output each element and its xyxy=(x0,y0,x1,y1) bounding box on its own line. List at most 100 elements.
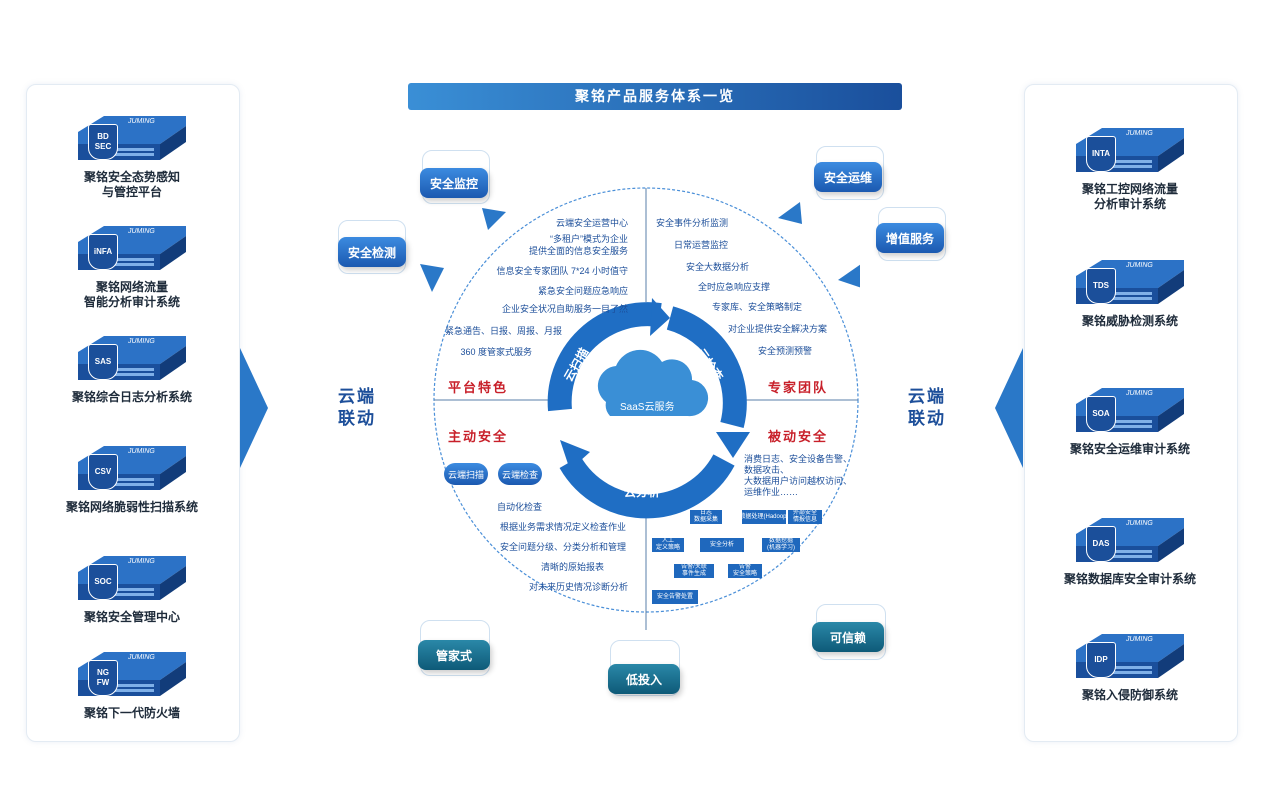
list-item: 运维作业…… xyxy=(744,487,799,497)
brand-mark: JUMING xyxy=(128,338,155,345)
pill-cloud-scan: 云端扫描 xyxy=(444,463,488,485)
list-item: “多租户”模式为企业 xyxy=(550,234,628,244)
pill-cloud-check: 云端检查 xyxy=(498,463,542,485)
shield-icon: NG FW xyxy=(88,660,118,696)
tag-safety-detect: 安全检测 xyxy=(338,237,406,267)
list-item: 全时应急响应支撑 xyxy=(698,282,771,292)
list-item: 360 度管家式服务 xyxy=(460,347,532,357)
shield-icon: CSV xyxy=(88,454,118,490)
ring-analyze-label: 云分析 xyxy=(624,485,661,499)
list-item: 云端安全运营中心 xyxy=(555,218,628,228)
shield-icon: SAS xyxy=(88,344,118,380)
product-item: TDS JUMING 聚铭威胁检测系统 xyxy=(1040,258,1220,329)
product-name: 聚铭安全态势感知 与管控平台 xyxy=(83,170,180,199)
appliance-icon: iNFA JUMING xyxy=(74,224,190,274)
appliance-icon: BD SEC JUMING xyxy=(74,114,190,164)
product-name: 聚铭威胁检测系统 xyxy=(1081,314,1178,328)
list-item: 大数据用户访问越权访问、 xyxy=(744,476,853,486)
product-item: BD SEC JUMING 聚铭安全态势感知 与管控平台 xyxy=(42,114,222,200)
tag-safety-monitor: 安全监控 xyxy=(420,168,488,198)
appliance-icon: DAS JUMING xyxy=(1072,516,1188,566)
product-name: 聚铭入侵防御系统 xyxy=(1081,688,1178,702)
brand-mark: JUMING xyxy=(128,118,155,125)
shield-icon: SOC xyxy=(88,564,118,600)
tag-low-cost: 低投入 xyxy=(608,664,680,694)
list-item: 对企业提供安全解决方案 xyxy=(728,324,828,334)
product-name: 聚铭数据库安全审计系统 xyxy=(1063,572,1196,586)
product-item: CSV JUMING 聚铭网络脆弱性扫描系统 xyxy=(42,444,222,515)
appliance-icon: SOC JUMING xyxy=(74,554,190,604)
list-item: 日常运营监控 xyxy=(674,240,729,250)
flow-step: 数据处理(Hadoop) xyxy=(740,510,789,524)
brand-mark: JUMING xyxy=(1126,130,1153,137)
product-name: 聚铭网络流量 智能分析审计系统 xyxy=(83,280,180,309)
list-item: 紧急通告、日报、周报、月报 xyxy=(444,326,562,336)
list-item: 信息安全专家团队 7*24 小时值守 xyxy=(496,266,628,276)
appliance-icon: NG FW JUMING xyxy=(74,650,190,700)
saas-label: SaaS云服务 xyxy=(620,402,675,413)
appliance-icon: CSV JUMING xyxy=(74,444,190,494)
tag-safety-ops: 安全运维 xyxy=(814,162,882,192)
flow-step: 告警 安全策略 xyxy=(728,564,762,578)
product-item: INTA JUMING 聚铭工控网络流量 分析审计系统 xyxy=(1040,126,1220,212)
list-item: 安全预测预警 xyxy=(758,346,813,356)
flow-step: 告警/关联 事件生成 xyxy=(674,564,714,578)
tag-value-added: 增值服务 xyxy=(876,223,944,253)
product-name: 聚铭下一代防火墙 xyxy=(83,706,180,720)
shield-icon: IDP xyxy=(1086,642,1116,678)
brand-mark: JUMING xyxy=(128,558,155,565)
left-product-panel xyxy=(26,84,240,742)
brand-mark: JUMING xyxy=(128,654,155,661)
shield-icon: DAS xyxy=(1086,526,1116,562)
product-name: 聚铭网络脆弱性扫描系统 xyxy=(65,500,198,514)
page-title: 聚铭产品服务体系一览 xyxy=(408,83,902,110)
product-name: 聚铭安全运维审计系统 xyxy=(1069,442,1190,456)
list-item: 紧急安全问题应急响应 xyxy=(537,286,628,296)
list-item: 自动化检查 xyxy=(496,502,542,512)
product-item: iNFA JUMING 聚铭网络流量 智能分析审计系统 xyxy=(42,224,222,310)
list-item: 企业安全状况自助服务一目了然 xyxy=(501,304,628,314)
brand-mark: JUMING xyxy=(1126,520,1153,527)
brand-mark: JUMING xyxy=(1126,390,1153,397)
list-item: 清晰的原始报表 xyxy=(540,562,604,572)
flow-step: 人工 定义策略 xyxy=(652,538,684,552)
list-item: 提供全面的信息安全服务 xyxy=(528,246,628,256)
flow-step: 安全告警处置 xyxy=(652,590,698,604)
list-item: 消费日志、安全设备告警、 xyxy=(744,454,853,464)
chevron-right-icon xyxy=(240,348,268,468)
active-heading: 主动安全 xyxy=(448,429,509,444)
brand-mark: JUMING xyxy=(128,228,155,235)
appliance-icon: SAS JUMING xyxy=(74,334,190,384)
service-circle xyxy=(420,187,860,630)
list-item: 安全事件分析监测 xyxy=(656,218,729,228)
product-item: DAS JUMING 聚铭数据库安全审计系统 xyxy=(1040,516,1220,587)
tag-butler: 管家式 xyxy=(418,640,490,670)
shield-icon: BD SEC xyxy=(88,124,118,160)
brand-mark: JUMING xyxy=(1126,262,1153,269)
chevron-left-icon xyxy=(995,348,1023,468)
expert-heading: 专家团队 xyxy=(768,380,829,395)
shield-icon: TDS xyxy=(1086,268,1116,304)
passive-heading: 被动安全 xyxy=(768,429,829,444)
list-item: 对未来历史情况诊断分析 xyxy=(528,582,628,592)
list-item: 根据业务需求情况定义检查作业 xyxy=(499,522,626,532)
cloud-link-left: 云端 联动 xyxy=(338,387,376,428)
product-item: NG FW JUMING 聚铭下一代防火墙 xyxy=(42,650,222,721)
list-item: 安全大数据分析 xyxy=(686,262,750,272)
shield-icon: INTA xyxy=(1086,136,1116,172)
list-item: 数据攻击、 xyxy=(744,465,790,475)
flow-step: 安全分析 xyxy=(700,538,744,552)
flow-step: 数据挖掘 (机器学习) xyxy=(762,538,800,552)
flow-step: 日志 数据采集 xyxy=(690,510,722,524)
center-label: 聚铭云端安全管家 xyxy=(597,421,685,433)
brand-mark: JUMING xyxy=(128,448,155,455)
shield-icon: iNFA xyxy=(88,234,118,270)
product-name: 聚铭工控网络流量 分析审计系统 xyxy=(1081,182,1178,211)
platform-heading: 平台特色 xyxy=(448,380,509,395)
list-item: 安全问题分级、分类分析和管理 xyxy=(499,542,626,552)
